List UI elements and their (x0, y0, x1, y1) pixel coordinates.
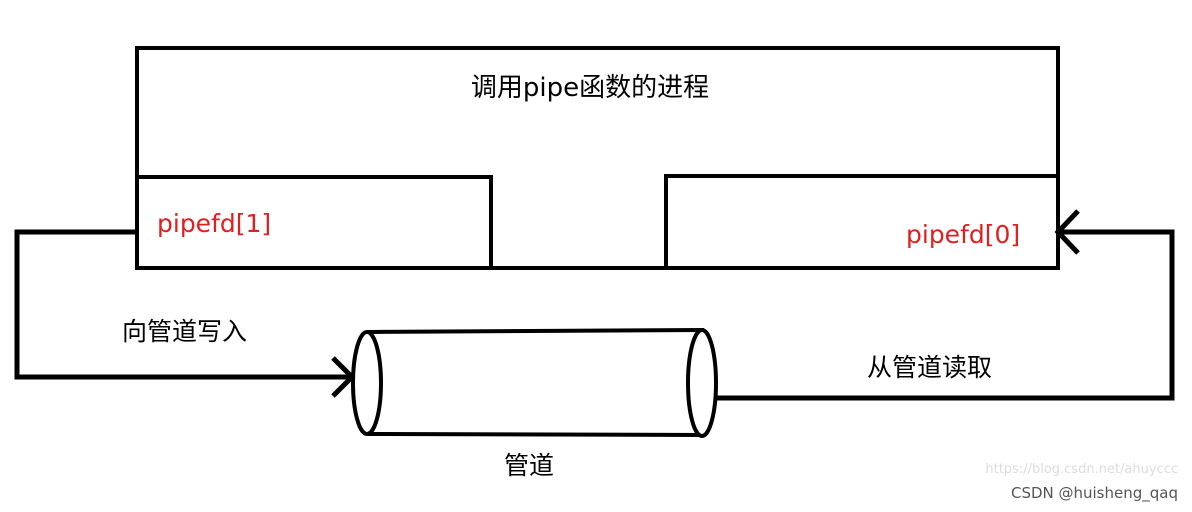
write-arrow-line (14, 229, 350, 380)
read-fd-box (664, 174, 1060, 270)
write-fd-label: pipefd[1] (157, 209, 271, 238)
write-label: 向管道写入 (122, 317, 247, 346)
process-title: 调用pipe函数的进程 (471, 73, 709, 103)
process-box (135, 46, 1060, 270)
read-arrow-head (1054, 209, 1080, 255)
read-label: 从管道读取 (867, 353, 992, 382)
read-arrow-line (716, 229, 1175, 401)
watermark-url: https://blog.csdn.net/ahuyccc (985, 462, 1178, 477)
pipe-label: 管道 (504, 451, 554, 480)
pipe-cylinder (351, 328, 718, 438)
watermark-author: CSDN @huisheng_qaq (1011, 484, 1178, 503)
read-fd-label: pipefd[0] (906, 220, 1020, 249)
write-fd-box (135, 175, 493, 270)
